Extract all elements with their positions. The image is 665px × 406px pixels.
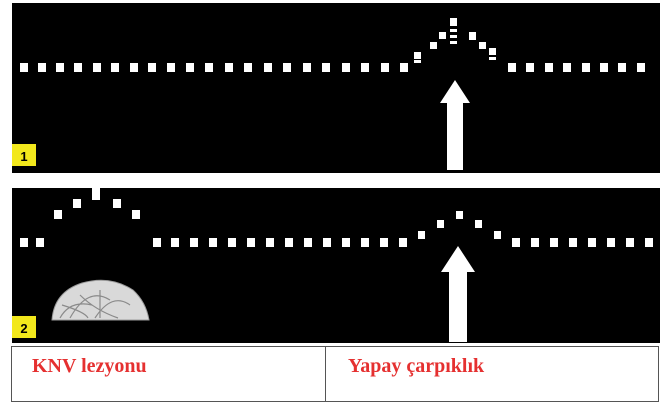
panel-1-number-badge <box>12 144 36 166</box>
marker-dash <box>111 63 119 72</box>
marker-dash <box>186 63 194 72</box>
panel-1-number: 1 <box>20 149 27 164</box>
marker-dash <box>93 63 101 72</box>
marker-dash <box>205 63 213 72</box>
marker-dash <box>450 35 457 38</box>
marker-dash <box>526 63 534 72</box>
marker-dash <box>414 60 421 63</box>
marker-dash <box>225 63 233 72</box>
marker-dash <box>56 63 64 72</box>
marker-dash <box>475 220 482 228</box>
caption-cell-left: KNV lezyonu <box>12 347 326 401</box>
marker-dash <box>569 238 577 247</box>
marker-dash <box>456 211 463 219</box>
marker-dash <box>113 199 121 208</box>
marker-dash <box>399 238 407 247</box>
marker-dash <box>361 63 369 72</box>
up-arrow-icon <box>441 246 475 342</box>
marker-dash <box>92 188 100 200</box>
marker-dash <box>626 238 634 247</box>
marker-dash <box>342 238 350 247</box>
marker-dash <box>73 199 81 208</box>
panel-1-background <box>12 3 660 173</box>
marker-dash <box>494 231 501 239</box>
marker-dash <box>563 63 571 72</box>
marker-dash <box>439 32 446 39</box>
marker-dash <box>582 63 590 72</box>
marker-dash <box>600 63 608 72</box>
panel-1-marker-row <box>20 18 645 72</box>
caption-artifact: Yapay çarpıklık <box>348 355 485 377</box>
marker-dash <box>283 63 291 72</box>
marker-dash <box>20 238 28 247</box>
marker-dash <box>38 63 46 72</box>
up-arrow-icon <box>440 80 470 170</box>
marker-dash <box>469 32 476 40</box>
marker-dash <box>285 238 293 247</box>
marker-dash <box>303 63 311 72</box>
marker-dash <box>342 63 350 72</box>
caption-row: KNV lezyonu Yapay çarpıklık <box>11 346 659 402</box>
marker-dash <box>132 210 140 219</box>
marker-dash <box>430 42 437 49</box>
marker-dash <box>247 238 255 247</box>
marker-dash <box>361 238 369 247</box>
marker-dash <box>489 57 496 60</box>
caption-knv-lesion: KNV lezyonu <box>32 355 147 377</box>
marker-dash <box>637 63 645 72</box>
marker-dash <box>400 63 408 72</box>
marker-dash <box>531 238 539 247</box>
marker-dash <box>266 238 274 247</box>
marker-dash <box>190 238 198 247</box>
marker-dash <box>323 238 331 247</box>
marker-dash <box>167 63 175 72</box>
marker-dash <box>489 48 496 55</box>
marker-dash <box>304 238 312 247</box>
marker-dash <box>322 63 330 72</box>
marker-dash <box>545 63 553 72</box>
marker-dash <box>20 63 28 72</box>
marker-dash <box>380 238 388 247</box>
marker-dash <box>381 63 389 72</box>
marker-dash <box>153 238 161 247</box>
marker-dash <box>130 63 138 72</box>
marker-dash <box>264 63 272 72</box>
marker-dash <box>508 63 516 72</box>
marker-dash <box>54 210 62 219</box>
marker-dash <box>607 238 615 247</box>
panel-2-marker-row <box>20 188 653 247</box>
marker-dash <box>618 63 626 72</box>
marker-dash <box>414 52 421 59</box>
marker-dash <box>450 29 457 32</box>
panel-2-number: 2 <box>20 321 27 336</box>
marker-dash <box>437 220 444 228</box>
marker-dash <box>228 238 236 247</box>
fan-shaped-lesion-icon <box>51 279 150 321</box>
caption-cell-right: Yapay çarpıklık <box>326 347 658 401</box>
marker-dash <box>209 238 217 247</box>
marker-dash <box>645 238 653 247</box>
marker-dash <box>74 63 82 72</box>
marker-dash <box>450 18 457 26</box>
marker-dash <box>148 63 156 72</box>
marker-dash <box>36 238 44 247</box>
marker-dash <box>512 238 520 247</box>
marker-dash <box>450 41 457 44</box>
marker-dash <box>418 231 425 239</box>
marker-dash <box>171 238 179 247</box>
panel-1: 1 <box>12 3 660 173</box>
marker-dash <box>588 238 596 247</box>
panel-2: 2 <box>12 188 660 343</box>
marker-dash <box>244 63 252 72</box>
marker-dash <box>550 238 558 247</box>
marker-dash <box>479 42 486 49</box>
panel-2-number-badge <box>12 316 36 338</box>
